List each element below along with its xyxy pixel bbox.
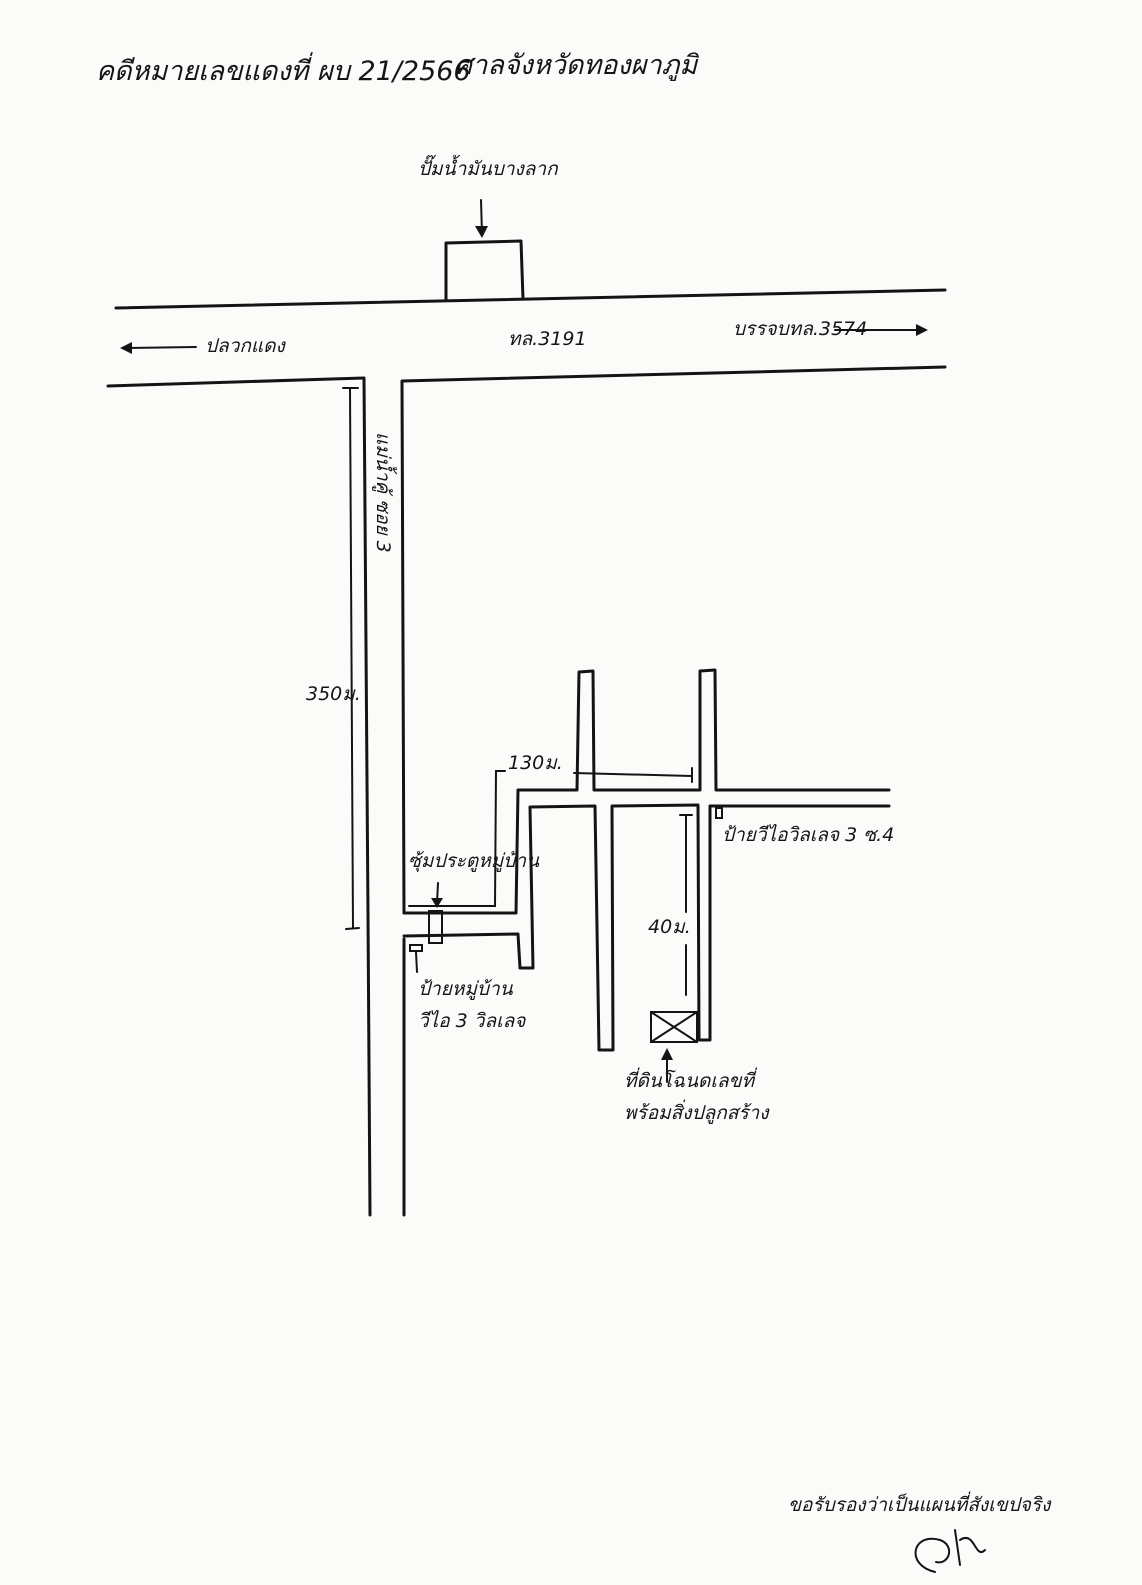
branch-dimension-line-right [573, 772, 693, 777]
soi-dimension-tick-bottom [345, 927, 360, 930]
branch-dimension-line [408, 770, 506, 907]
gas-station-building [444, 239, 525, 302]
soi4-sign-label: ป้ายวีไอวิลเลจ 3 ซ.4 [722, 824, 895, 846]
village-arch-label: ซุ้มประตูหมู่บ้าน [408, 850, 539, 872]
village-sign-marker [409, 944, 423, 952]
right-direction-label: บรรจบทล.3574 [733, 318, 868, 340]
certification-note: ขอรับรองว่าเป็นแผนที่สังเขปจริง [788, 1494, 1051, 1516]
village-sign-label-line2: วีไอ 3 วิลเลจ [418, 1010, 526, 1032]
case-number-title: คดีหมายเลขแดงที่ ผบ 21/2566 [96, 56, 471, 87]
main-road-bottom-left-edge [106, 376, 372, 1217]
village-sign-label-line1: ป้ายหมู่บ้าน [418, 978, 513, 1000]
main-road-bottom-right-edge [400, 365, 947, 915]
signature-mark [914, 1529, 986, 1573]
village-road-top-edge [402, 668, 891, 915]
arrow-right-icon [916, 324, 928, 336]
side-soi-label: แม่น้ำคู้ ซอย 3 [372, 432, 394, 553]
gas-station-label: ปั๊มน้ำมันบางลาก [418, 158, 558, 180]
arrow-left-icon [120, 342, 132, 354]
land-distance-label: 40ม. [648, 916, 691, 938]
village-sign-arrow [415, 951, 418, 973]
arrow-down-icon [475, 226, 488, 238]
village-arch-marker [428, 910, 443, 944]
main-road-label: ทล.3191 [508, 328, 587, 350]
main-road-top-edge [114, 288, 947, 310]
subject-land-label-line1: ที่ดินโฉนดเลขที่ [624, 1070, 754, 1092]
land-plot-x-icon [650, 1011, 698, 1043]
soi4-sign-marker [715, 807, 723, 819]
subject-land-label-line2: พร้อมสิ่งปลูกสร้าง [624, 1102, 769, 1124]
left-arrow-shaft [123, 346, 197, 349]
village-entrance-edge [402, 803, 891, 1052]
soi-dimension-line [349, 388, 354, 929]
soi-length-label: 350ม. [306, 683, 361, 705]
left-direction-label: ปลวกแดง [205, 335, 285, 357]
arrow-down-icon [431, 898, 443, 908]
branch-length-label: 130ม. [508, 752, 563, 774]
arrow-up-icon [661, 1048, 673, 1060]
court-name-title: ศาลจังหวัดทองผาภูมิ [455, 50, 698, 81]
